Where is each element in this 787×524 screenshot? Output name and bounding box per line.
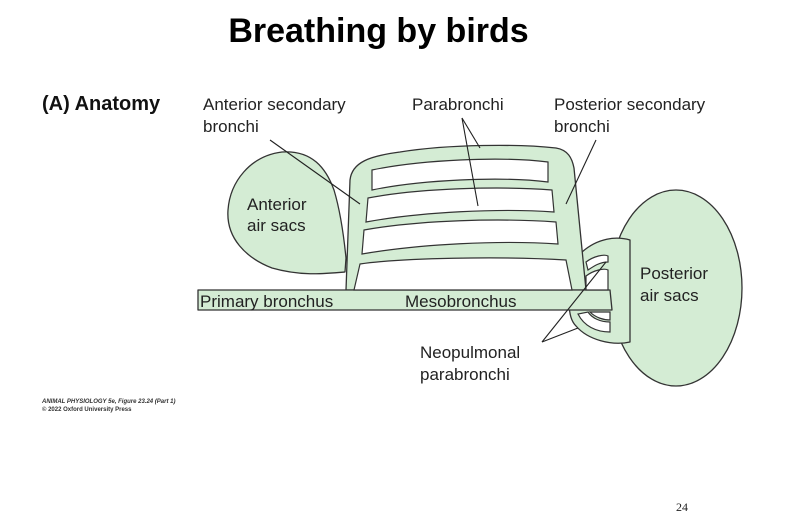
anterior-air-sac [227,151,347,275]
page-number: 24 [676,500,688,514]
leader-parabronchi-2 [461,117,479,207]
figure-credit: ANIMAL PHYSIOLOGY 5e, Figure 23.24 (Part… [42,398,175,414]
label-anterior-air-sacs-1: Anterior [247,195,307,214]
leader-neopulmonal-1 [541,261,607,343]
label-anterior-secondary-bronchi-1: Anterior secondary [203,95,346,114]
credit-line-2: © 2022 Oxford University Press [42,407,132,413]
label-posterior-air-sacs-2: air sacs [640,286,699,305]
label-anterior-air-sacs-2: air sacs [247,216,306,235]
label-neopulmonal-parabronchi-1: Neopulmonal [420,343,521,362]
lung-opening-lower [353,257,573,291]
leader-parabronchi-1 [461,117,481,149]
neopulmonal-opening-3 [577,311,611,333]
label-posterior-secondary-bronchi-1: Posterior secondary [554,95,706,114]
label-anterior-secondary-bronchi-2: bronchi [203,117,259,136]
label-posterior-air-sacs-1: Posterior [640,264,709,283]
credit-line-1: ANIMAL PHYSIOLOGY 5e, Figure 23.24 (Part… [42,399,176,405]
panel-label: (A) Anatomy [42,93,161,115]
slide-title: Breathing by birds [228,12,529,50]
parabronchus-2 [365,187,555,223]
leader-anterior-secondary [269,139,361,205]
neopulmonal-opening-4 [588,311,611,321]
neopulmonal-opening-1 [585,254,609,271]
neopulmonal-opening-2 [585,268,609,291]
parabronchus-3 [361,219,559,255]
label-posterior-secondary-bronchi-2: bronchi [554,117,610,136]
label-primary-bronchus: Primary bronchus [200,292,334,311]
leader-posterior-secondary [565,139,597,205]
leader-neopulmonal-2 [541,327,579,343]
parabronchus-1 [371,158,549,191]
label-parabronchi: Parabronchi [412,95,504,114]
label-mesobronchus: Mesobronchus [405,292,517,311]
label-neopulmonal-parabronchi-2: parabronchi [420,365,510,384]
